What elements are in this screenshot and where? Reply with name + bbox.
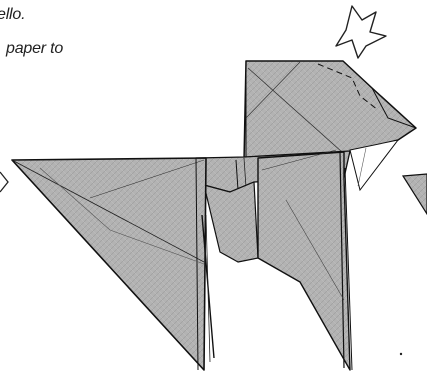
speck-dot <box>400 353 402 355</box>
partial-arrow-icon <box>0 172 8 192</box>
hollow-arrow-icon <box>336 6 386 58</box>
dog-front-leg <box>258 150 352 370</box>
right-edge-fragment <box>403 174 427 214</box>
dog-hind-leg <box>12 158 214 370</box>
